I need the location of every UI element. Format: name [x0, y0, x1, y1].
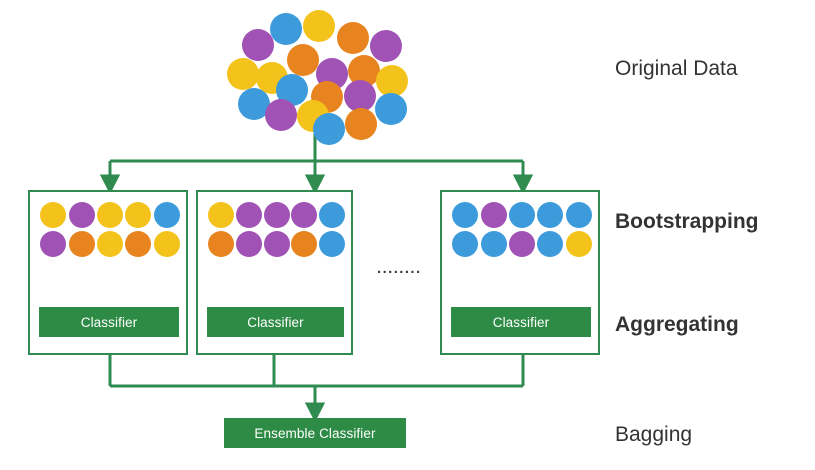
bootstrap-box-2: Classifier: [196, 190, 353, 355]
sample-point-blue: [452, 202, 479, 228]
sample-point-purple: [480, 202, 507, 228]
sample-point-yellow: [153, 231, 180, 257]
classifier-button-2[interactable]: Classifier: [207, 307, 344, 337]
sample-point-orange: [291, 231, 318, 257]
data-point-purple: [265, 99, 297, 131]
sample-point-orange: [125, 231, 152, 257]
data-point-purple: [242, 29, 274, 61]
data-point-yellow: [376, 65, 408, 97]
sample-point-yellow: [40, 202, 67, 228]
data-point-purple: [370, 30, 402, 62]
label-original-data: Original Data: [615, 57, 738, 80]
sample-point-purple: [235, 231, 262, 257]
sample-point-yellow: [565, 231, 592, 257]
data-point-orange: [345, 108, 377, 140]
sample-point-blue: [565, 202, 592, 228]
sample-point-blue: [480, 231, 507, 257]
sample-point-blue: [319, 231, 346, 257]
sample-point-orange: [207, 231, 234, 257]
sample-point-yellow: [207, 202, 234, 228]
sample-point-yellow: [97, 202, 123, 228]
sample-point-blue: [153, 202, 180, 228]
sample-point-yellow: [97, 231, 123, 257]
data-point-yellow: [227, 58, 259, 90]
data-point-orange: [287, 44, 319, 76]
sample-point-blue: [452, 231, 479, 257]
sample-point-blue: [537, 231, 564, 257]
sample-point-blue: [319, 202, 346, 228]
sample-point-purple: [263, 202, 290, 228]
ellipsis-dots: ........: [377, 260, 422, 277]
data-point-blue: [313, 113, 345, 145]
label-aggregating: Aggregating: [615, 313, 739, 336]
sample-point-purple: [509, 231, 535, 257]
sample-point-blue: [509, 202, 535, 228]
data-point-yellow: [303, 10, 335, 42]
sample-point-purple: [40, 231, 67, 257]
label-bootstrapping: Bootstrapping: [615, 210, 759, 233]
sample-point-purple: [263, 231, 290, 257]
bootstrap-box-1: Classifier: [28, 190, 188, 355]
data-point-blue: [375, 93, 407, 125]
data-point-blue: [270, 13, 302, 45]
data-point-blue: [238, 88, 270, 120]
label-bagging: Bagging: [615, 423, 693, 446]
bootstrap-box-3: Classifier: [440, 190, 600, 355]
ensemble-classifier-box[interactable]: Ensemble Classifier: [224, 418, 406, 448]
classifier-button-3[interactable]: Classifier: [451, 307, 591, 337]
sample-point-blue: [537, 202, 564, 228]
sample-point-purple: [68, 202, 95, 228]
sample-point-yellow: [125, 202, 152, 228]
classifier-button-1[interactable]: Classifier: [39, 307, 179, 337]
sample-point-purple: [291, 202, 318, 228]
sample-point-purple: [235, 202, 262, 228]
sample-point-orange: [68, 231, 95, 257]
data-point-purple: [344, 80, 376, 112]
data-point-orange: [337, 22, 369, 54]
